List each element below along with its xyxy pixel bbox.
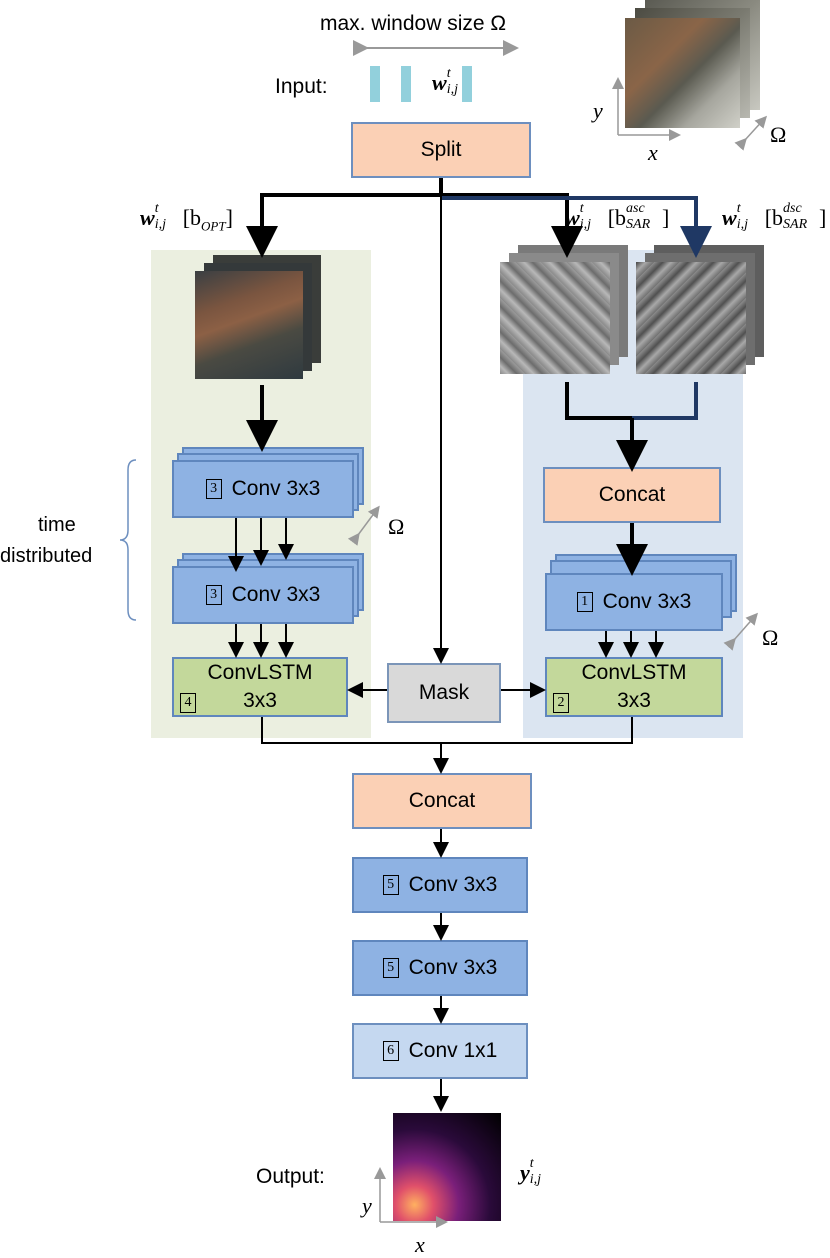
block-label: Conv 1x1 <box>408 1039 498 1062</box>
output-axis-y: y <box>362 1193 372 1218</box>
block-index: 5 <box>382 875 399 895</box>
block-label: Conv 3x3 <box>408 956 498 979</box>
sar-to-main-concat <box>441 717 633 744</box>
input-bar <box>401 66 411 102</box>
image-omega-label: Ω <box>770 122 787 147</box>
block-index: 2 <box>553 693 569 713</box>
block-label-line2: 3x3 <box>617 689 651 712</box>
main-conv-2-block: 5 Conv 3x3 <box>352 940 528 996</box>
optical-conv-2-block: 3 Conv 3x3 <box>172 566 354 624</box>
image-axis-x: x <box>648 140 658 165</box>
main-conv-1-block: 5 Conv 3x3 <box>352 857 528 913</box>
sar-convlstm-block: ConvLSTM 3x3 2 <box>545 657 723 717</box>
optical-to-main-concat <box>261 717 441 744</box>
block-index: 6 <box>382 1041 399 1061</box>
mask-block: Mask <box>387 663 501 723</box>
main-concat-block: Concat <box>352 773 532 829</box>
output-heatmap-image <box>393 1113 501 1221</box>
block-label: Concat <box>408 789 476 812</box>
time-distributed-label-line2: distributed <box>0 545 93 567</box>
block-label: Conv 3x3 <box>231 583 321 606</box>
input-image-stack <box>625 0 765 130</box>
sar-dsc-to-concat <box>632 382 698 420</box>
split-to-optical-arrow <box>246 193 441 258</box>
sar-asc-to-concat <box>565 382 632 420</box>
input-bar <box>462 66 472 102</box>
block-index: 5 <box>382 958 399 978</box>
input-bar <box>370 66 380 102</box>
output-label: Output: <box>256 1165 325 1188</box>
optical-image-stack <box>195 255 325 385</box>
split-to-sar-dsc-arrow <box>441 196 712 258</box>
time-distributed-bracket <box>119 459 137 621</box>
block-label-line1: ConvLSTM <box>207 661 313 684</box>
window-size-label: max. window size Ω <box>320 12 507 35</box>
optical-omega-label: Ω <box>388 514 405 539</box>
optical-conv-1-block: 3 Conv 3x3 <box>172 460 354 518</box>
block-label: Conv 3x3 <box>231 477 321 500</box>
output-conv-block: 6 Conv 1x1 <box>352 1023 528 1079</box>
depth-arrow <box>734 115 768 151</box>
block-label: Mask <box>418 681 470 704</box>
block-label-line2: 3x3 <box>243 689 277 712</box>
time-distributed-label-line1: time <box>38 514 76 536</box>
depth-arrow <box>723 612 758 651</box>
optical-convlstm-block: ConvLSTM 3x3 4 <box>172 657 348 717</box>
block-label: Conv 3x3 <box>602 590 692 613</box>
block-index: 4 <box>180 693 196 713</box>
block-label: Conv 3x3 <box>408 873 498 896</box>
sar-dsc-image-stack <box>636 245 768 380</box>
sar-conv-block: 1 Conv 3x3 <box>545 573 723 631</box>
split-to-sar-asc-arrow <box>441 193 583 258</box>
block-index: 3 <box>205 479 222 499</box>
input-label: Input: <box>275 75 328 98</box>
block-label-line1: ConvLSTM <box>581 661 687 684</box>
output-axis-x: x <box>415 1232 425 1257</box>
block-label: Concat <box>598 483 666 506</box>
split-block: Split <box>351 122 531 178</box>
depth-arrow <box>347 505 380 546</box>
block-index: 3 <box>205 585 222 605</box>
sar-asc-image-stack <box>500 245 632 380</box>
block-index: 1 <box>576 592 593 612</box>
image-axis-y: y <box>593 98 603 123</box>
sar-omega-label: Ω <box>762 625 779 650</box>
split-label: Split <box>420 138 462 161</box>
